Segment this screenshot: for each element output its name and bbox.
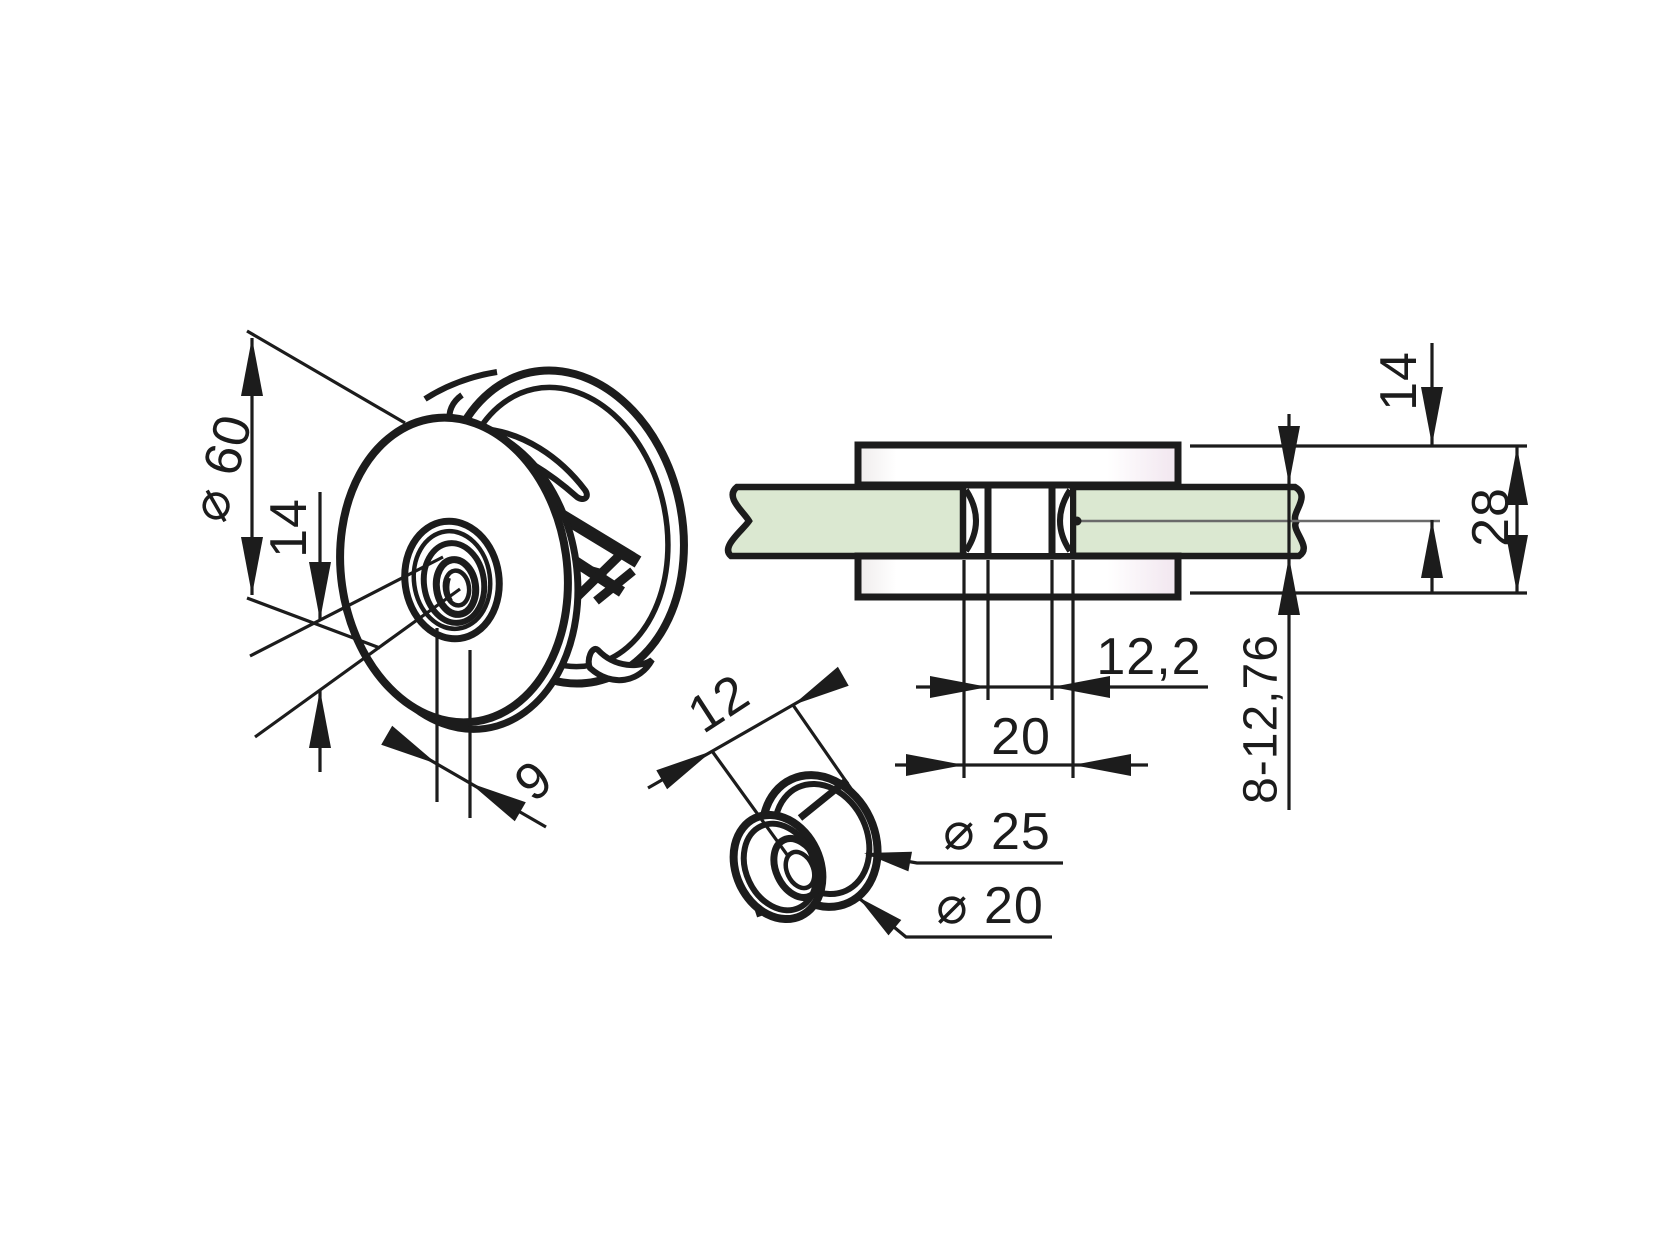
rosette-top-arc: [423, 369, 498, 402]
dim28-arrow-bottom: [1506, 535, 1528, 593]
label-section-glass-range: 8-12,76: [1235, 634, 1288, 804]
label-section-overall-thickness: 28: [1462, 487, 1520, 547]
section-dimensions: [895, 343, 1528, 810]
dim12-ext-1: [710, 750, 790, 857]
bushing-hole-inner: [783, 849, 817, 891]
hub-hole: [432, 556, 480, 618]
dim9-arrow-right: [470, 783, 526, 822]
dim60-arrow-bottom: [241, 537, 263, 595]
dim14L-ext-2: [254, 587, 461, 739]
dim14L-arrow-upper: [309, 562, 331, 620]
bushing-dimensions: [647, 666, 1063, 939]
plate-top: [854, 441, 1182, 489]
hub-ring-2: [411, 528, 493, 632]
rosette-slot-bottom: [585, 646, 655, 684]
dim14L-arrow-lower: [309, 690, 331, 748]
plate-bottom: [854, 552, 1182, 601]
hub-inner-arc: [445, 577, 453, 602]
gasket-right: [1057, 488, 1073, 553]
bushing-body-top: [797, 777, 850, 821]
label-bushing-inner-diameter: ⌀ 20: [936, 877, 1044, 935]
hub-ring-3: [420, 540, 488, 626]
dim60-ext-top: [246, 329, 406, 425]
rosette-a-leg-2: [593, 567, 636, 605]
dim122-arrow-right: [1052, 676, 1110, 698]
dim12-ext-2: [791, 704, 854, 791]
label-section-plate-to-center: 14: [1370, 351, 1428, 411]
rosette-a-leg-1: [573, 547, 628, 601]
dim28-arrow-top: [1506, 447, 1528, 505]
bushing-view: [729, 771, 882, 924]
dim14L-ext-1: [249, 555, 444, 658]
dia20-arrow: [858, 897, 902, 936]
hub-ring-outer: [401, 517, 503, 643]
rosette-a-bar: [584, 564, 608, 576]
dim122-arrow-left: [930, 676, 988, 698]
dim20-arrow-left: [906, 754, 964, 776]
dim60-arrow-top: [241, 338, 263, 396]
label-section-hub-width: 12,2: [1096, 628, 1201, 686]
gasket-left: [963, 488, 979, 553]
isometric-clamp-view: [336, 366, 688, 733]
section-view: [725, 441, 1440, 601]
glass-left: [725, 483, 967, 560]
label-section-hole-diameter: 20: [991, 708, 1051, 766]
dim14R-arrow-lower: [1421, 520, 1443, 578]
dim20-arrow-right: [1073, 754, 1131, 776]
hub-hole-inner: [442, 568, 472, 608]
dimGlass-arrow-upper: [1278, 426, 1300, 484]
dimGlass-arrow-lower: [1278, 557, 1300, 615]
dim12-arrow-right: [793, 666, 849, 705]
centerline-dot: [1072, 516, 1082, 526]
dim9-arrow-left: [381, 725, 437, 764]
label-bushing-outer-diameter: ⌀ 25: [943, 803, 1051, 861]
label-front-depth: 14: [260, 498, 318, 558]
dim14R-arrow-upper: [1421, 387, 1443, 445]
dim12-arrow-left: [656, 751, 712, 790]
bushing-hole: [770, 835, 824, 901]
clamp-dimensions: [241, 329, 547, 829]
dimension-labels: ⌀ 60 14 9 12 ⌀ 25 ⌀ 20 12,2 20 8-12,76 1…: [180, 351, 1520, 935]
dia25-arrow: [864, 851, 912, 872]
